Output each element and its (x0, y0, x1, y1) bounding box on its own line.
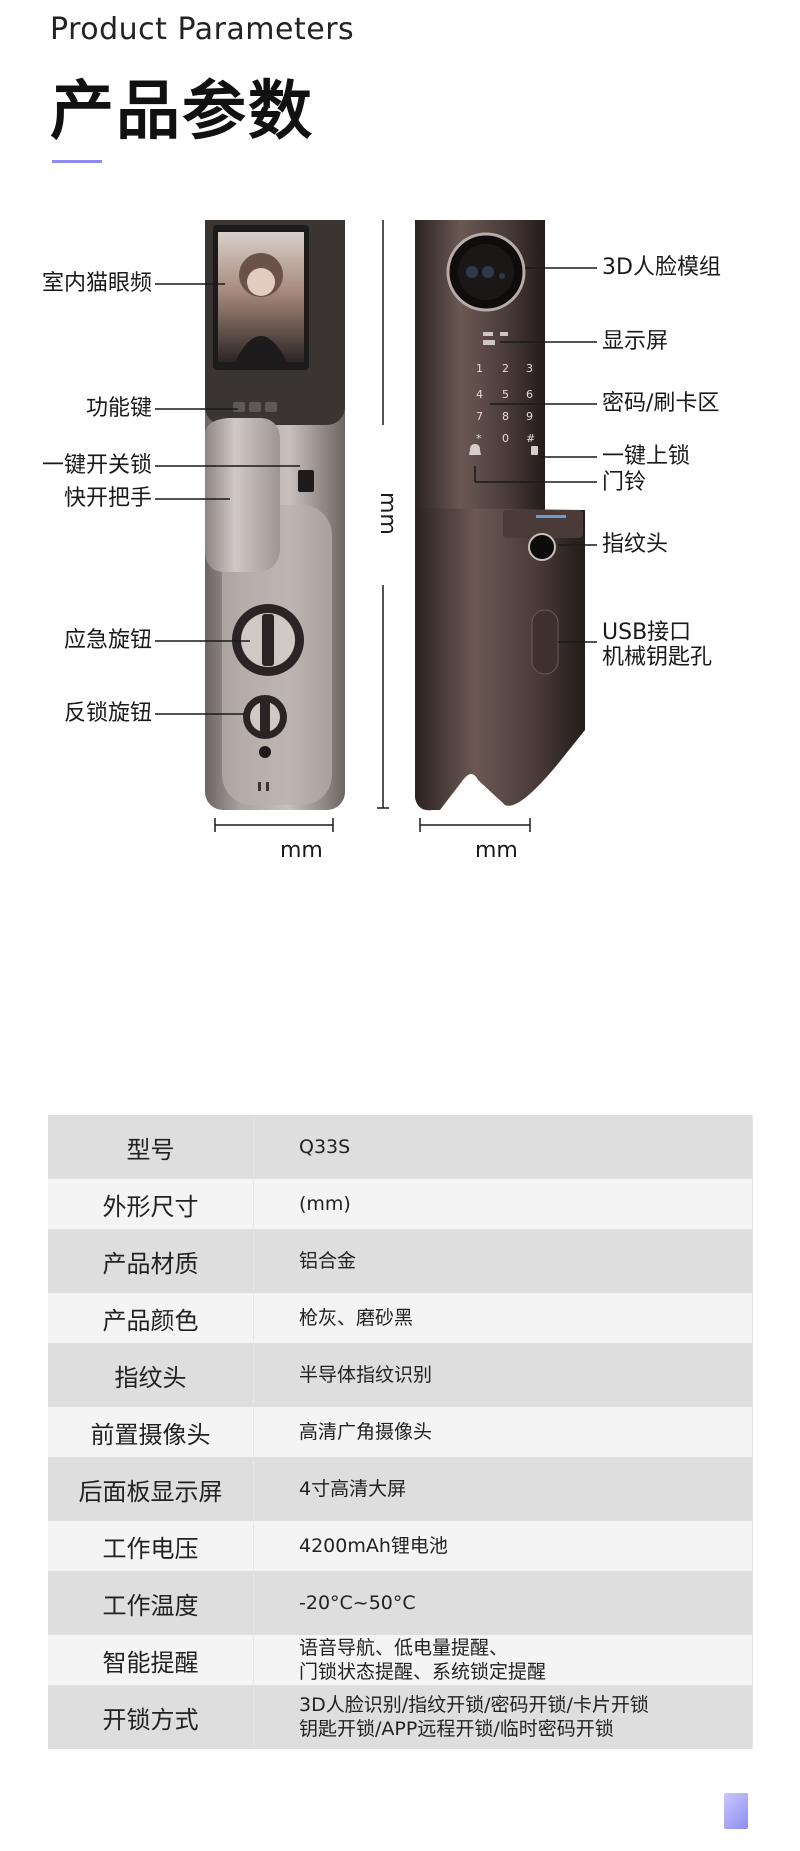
spec-value-line: 3D人脸识别/指纹开锁/密码开锁/卡片开锁 (299, 1694, 649, 1716)
spec-value: 3D人脸识别/指纹开锁/密码开锁/卡片开锁钥匙开锁/APP远程开锁/临时密码开锁 (253, 1685, 753, 1749)
spec-key: 前置摄像头 (48, 1407, 254, 1457)
spec-key: 后面板显示屏 (48, 1457, 254, 1521)
spec-value: Q33S (253, 1115, 753, 1179)
spec-value-line: 语音导航、低电量提醒、 (299, 1637, 509, 1659)
lock-illustration: 1 2 3 4 5 6 7 8 9 * 0 # (155, 220, 597, 832)
spec-value-line: 4200mAh锂电池 (299, 1535, 448, 1557)
key-0: 0 (502, 432, 509, 445)
key-3: 3 (526, 362, 533, 375)
spec-value-line: 半导体指纹识别 (299, 1364, 433, 1386)
spec-value: -20°C~50°C (253, 1571, 753, 1635)
spec-key: 工作温度 (48, 1571, 254, 1635)
dimension-lines (214, 220, 531, 832)
dimension-front-width-label: mm (475, 838, 518, 863)
product-diagram: 1 2 3 4 5 6 7 8 9 * 0 # (0, 220, 800, 1040)
label-function-keys: 功能键 (85, 396, 152, 421)
label-usb: USB接口 (602, 620, 692, 645)
spec-row: 工作电压 4200mAh锂电池 (48, 1521, 753, 1571)
spec-row: 产品材质 铝合金 (48, 1229, 753, 1293)
back-panel (205, 220, 345, 810)
label-emergency-knob: 应急旋钮 (63, 628, 152, 653)
key-5: 5 (502, 388, 509, 401)
key-hash: # (526, 432, 535, 445)
spec-row: 后面板显示屏 4寸高清大屏 (48, 1457, 753, 1521)
spec-row: 工作温度 -20°C~50°C (48, 1571, 753, 1635)
spec-row: 指纹头 半导体指纹识别 (48, 1343, 753, 1407)
dimension-height-label: mm (375, 492, 400, 535)
spec-value-line: 4寸高清大屏 (299, 1478, 407, 1500)
spec-value: 4200mAh锂电池 (253, 1521, 753, 1571)
key-4: 4 (476, 388, 483, 401)
spec-row: 外形尺寸 (mm) (48, 1179, 753, 1229)
key-7: 7 (476, 410, 483, 423)
spec-value: 高清广角摄像头 (253, 1407, 753, 1457)
title-accent-bar (52, 160, 102, 163)
label-key-hole: 机械钥匙孔 (602, 645, 713, 670)
key-2: 2 (502, 362, 509, 375)
spec-value: 半导体指纹识别 (253, 1343, 753, 1407)
left-leader-lines (155, 283, 300, 715)
keypad: 1 2 3 4 5 6 7 8 9 * 0 # (476, 362, 535, 445)
spec-value: 4寸高清大屏 (253, 1457, 753, 1521)
spec-key: 开锁方式 (48, 1685, 254, 1749)
spec-key: 外形尺寸 (48, 1179, 254, 1229)
right-leader-lines (474, 267, 597, 643)
spec-value-line: (mm) (299, 1193, 351, 1215)
spec-row: 产品颜色 枪灰、磨砂黑 (48, 1293, 753, 1343)
label-display: 显示屏 (602, 329, 669, 354)
spec-key: 型号 (48, 1115, 254, 1179)
spec-table: 型号 Q33S 外形尺寸 (mm) 产品材质 铝合金产品颜色 枪灰、磨砂黑指纹头 半导体指纹识… (48, 1115, 753, 1749)
dimension-back-width-label: mm (280, 838, 323, 863)
spec-value-line: -20°C~50°C (299, 1592, 416, 1614)
spec-value-line: 铝合金 (299, 1250, 357, 1272)
front-panel (415, 220, 585, 811)
label-face-module: 3D人脸模组 (602, 255, 721, 280)
spec-value-line: 钥匙开锁/APP远程开锁/临时密码开锁 (299, 1718, 614, 1740)
label-peephole: 室内猫眼频 (41, 271, 152, 296)
spec-value: (mm) (253, 1179, 753, 1229)
spec-key: 产品材质 (48, 1229, 254, 1293)
spec-value-line: 枪灰、磨砂黑 (299, 1307, 414, 1329)
label-one-key-lock: 一键开关锁 (41, 453, 152, 478)
spec-key: 智能提醒 (48, 1635, 254, 1685)
label-fingerprint: 指纹头 (602, 532, 669, 557)
spec-key: 指纹头 (48, 1343, 254, 1407)
key-1: 1 (476, 362, 483, 375)
label-lock-button: 一键上锁 (602, 444, 691, 469)
spec-key: 工作电压 (48, 1521, 254, 1571)
spec-row: 前置摄像头 高清广角摄像头 (48, 1407, 753, 1457)
spec-value-line: Q33S (299, 1136, 351, 1158)
spec-value: 枪灰、磨砂黑 (253, 1293, 753, 1343)
spec-value-line: 门锁状态提醒、系统锁定提醒 (299, 1661, 547, 1683)
label-handle: 快开把手 (63, 486, 152, 511)
spec-row: 型号 Q33S (48, 1115, 753, 1179)
spec-row: 智能提醒语音导航、低电量提醒、门锁状态提醒、系统锁定提醒 (48, 1635, 753, 1685)
key-star: * (476, 432, 482, 445)
key-6: 6 (526, 388, 533, 401)
spec-key: 产品颜色 (48, 1293, 254, 1343)
spec-value-line: 高清广角摄像头 (299, 1421, 433, 1443)
english-title: Product Parameters (50, 12, 355, 47)
key-9: 9 (526, 410, 533, 423)
chinese-title: 产品参数 (50, 75, 314, 149)
spec-value: 语音导航、低电量提醒、门锁状态提醒、系统锁定提醒 (253, 1635, 753, 1685)
label-anti-lock-knob: 反锁旋钮 (63, 701, 152, 726)
label-keypad: 密码/刷卡区 (602, 391, 720, 416)
corner-accent-tab (724, 1793, 748, 1829)
key-8: 8 (502, 410, 509, 423)
spec-value: 铝合金 (253, 1229, 753, 1293)
label-doorbell: 门铃 (602, 470, 647, 495)
